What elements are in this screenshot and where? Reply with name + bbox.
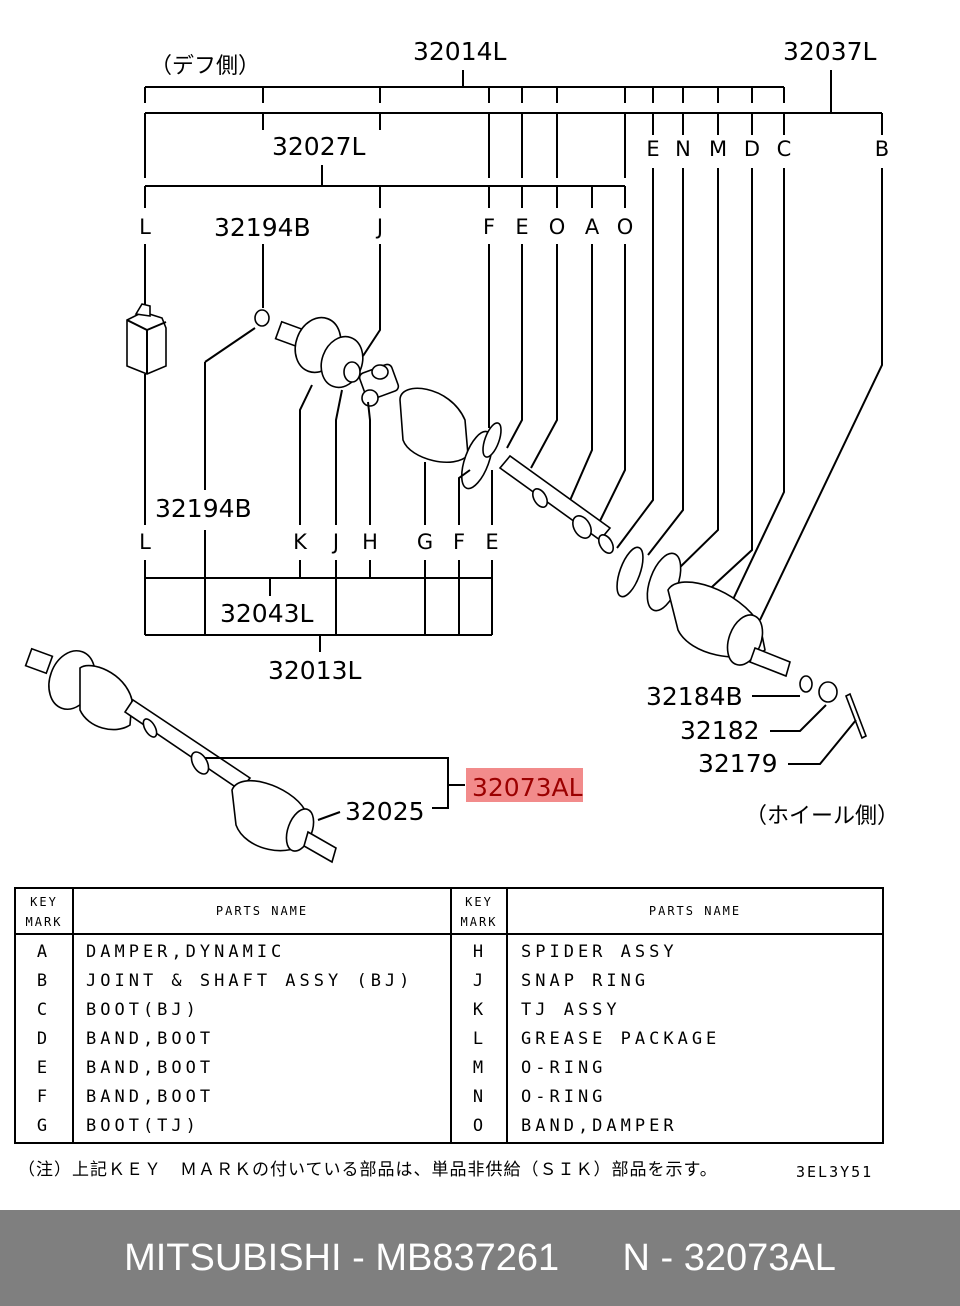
key-letter-L-bottom: L [139, 530, 151, 554]
footer-n-prefix: N - [622, 1236, 684, 1279]
table-row-name: SNAP RING [521, 971, 650, 991]
boot-bj-part [616, 546, 791, 678]
table-row-name: O-RING [521, 1087, 607, 1107]
key-letter-C: C [777, 137, 792, 161]
key-letter-E-right: E [646, 137, 659, 161]
key-letter-J-bottom: J [331, 530, 339, 554]
key-letter-O-top-1: O [549, 215, 566, 239]
key-letter-H: H [362, 530, 378, 554]
footer-spacer [559, 1237, 622, 1280]
grease-package-part [126, 303, 167, 375]
table-row-mark: H [472, 942, 488, 962]
tj-assy-part [274, 316, 364, 389]
nut-part [818, 681, 838, 703]
callout-32037L[interactable]: 32037L [783, 37, 877, 66]
table-row-name: GREASE PACKAGE [521, 1029, 721, 1049]
callout-32194B-mid[interactable]: 32194B [155, 494, 252, 523]
callout-32025[interactable]: 32025 [345, 797, 425, 826]
callout-32013L[interactable]: 32013L [268, 656, 362, 685]
table-row-name: BOOT(TJ) [86, 1116, 200, 1136]
table-row-mark: K [472, 1000, 488, 1020]
key-letter-E-bottom: E [485, 530, 498, 554]
footnote: （注）上記ＫＥＹ ＭＡＲＫの付いている部品は、単品非供給（ＳＩＫ）部品を示す。 [18, 1160, 718, 1180]
callout-32043L[interactable]: 32043L [220, 599, 314, 628]
footer-brand: MITSUBISHI [124, 1236, 342, 1279]
boot-tj-part [399, 387, 502, 490]
key-letter-L-top: L [139, 215, 151, 239]
table-row-mark: L [472, 1029, 488, 1049]
table-row-name: DAMPER,DYNAMIC [86, 942, 286, 962]
table-row-mark: N [472, 1087, 488, 1107]
footer-n-code: 32073AL [683, 1236, 836, 1279]
parts-name-header-right: PARTS NAME [648, 904, 742, 918]
key-letter-M: M [709, 137, 727, 161]
diff-side-label: （デフ側） [150, 54, 260, 79]
table-row-mark: A [36, 942, 52, 962]
key-letter-B: B [875, 137, 889, 161]
cotter-pin-part [844, 692, 868, 740]
key-letter-D: D [744, 137, 760, 161]
key-letter-E-top: E [515, 215, 528, 239]
wheel-side-label: （ホイール側） [745, 804, 899, 829]
exploded-view-diagram: （デフ側） 32014L 32037L E N M D C B 32027L L… [24, 37, 899, 864]
footer-separator: - [341, 1236, 376, 1279]
table-row-name: BAND,DAMPER [521, 1116, 678, 1136]
table-row-name: BAND,BOOT [86, 1087, 215, 1107]
callout-32184B[interactable]: 32184B [646, 682, 743, 711]
key-letter-O-top-2: O [617, 215, 634, 239]
table-row-mark: F [36, 1087, 52, 1107]
key-letter-K: K [293, 530, 308, 554]
callout-32179[interactable]: 32179 [698, 749, 778, 778]
table-row-mark: C [36, 1000, 52, 1020]
footer-part-number: MB837261 [375, 1236, 560, 1279]
key-letter-J-top: J [375, 215, 383, 239]
callout-32014L[interactable]: 32014L [413, 37, 507, 66]
callout-32027L[interactable]: 32027L [272, 132, 366, 161]
drive-shaft-part [498, 454, 615, 554]
table-row-mark: D [36, 1029, 52, 1049]
table-row-name: O-RING [521, 1058, 607, 1078]
assembled-driveshaft-part [24, 647, 337, 864]
key-letter-N: N [675, 137, 691, 161]
parts-name-header-left: PARTS NAME [215, 904, 309, 918]
o-ring-32194B-part [254, 309, 270, 327]
table-row-name: BAND,BOOT [86, 1058, 215, 1078]
callout-32194B-top[interactable]: 32194B [214, 213, 311, 242]
key-letter-A-top: A [585, 215, 600, 239]
table-row-mark: M [472, 1058, 488, 1078]
callout-32182[interactable]: 32182 [680, 716, 760, 745]
table-row-name: BOOT(BJ) [86, 1000, 200, 1020]
key-letter-F-bottom: F [453, 530, 465, 554]
washer-part [799, 675, 813, 693]
table-row-name: SPIDER ASSY [521, 942, 678, 962]
spider-assy-part [358, 363, 400, 407]
footer-caption: MITSUBISHI - MB837261 N - 32073AL [0, 1210, 960, 1306]
table-row-name: JOINT & SHAFT ASSY (BJ) [86, 971, 414, 991]
drawing-code: 3EL3Y51 [796, 1163, 874, 1181]
table-row-mark: J [472, 971, 488, 991]
table-row-mark: B [36, 971, 52, 991]
key-letter-G: G [417, 530, 433, 554]
table-row-name: BAND,BOOT [86, 1029, 215, 1049]
table-row-mark: E [36, 1058, 52, 1078]
table-row-name: TJ ASSY [521, 1000, 621, 1020]
key-letter-F-top: F [483, 215, 495, 239]
table-row-mark: O [472, 1116, 488, 1136]
highlight-box [466, 768, 583, 802]
callout-32073AL[interactable]: 32073AL [472, 773, 583, 802]
footer-bar [0, 1210, 960, 1306]
table-row-mark: G [36, 1116, 52, 1136]
